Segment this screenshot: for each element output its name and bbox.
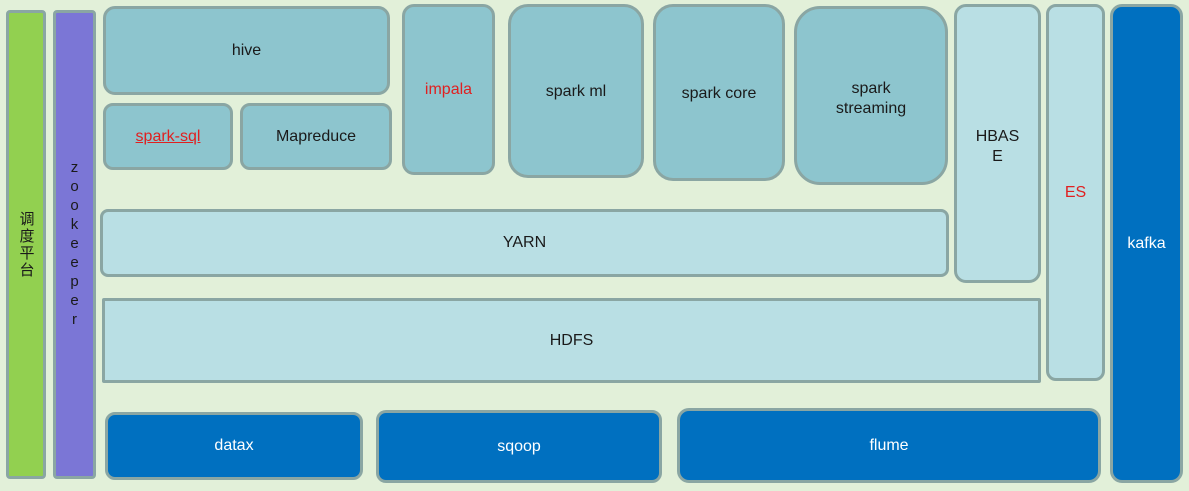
spark-ml-block: spark ml [508, 4, 644, 178]
spark-sql-label: spark-sql [135, 127, 201, 145]
yarn-block: YARN [100, 209, 949, 277]
spark-streaming-block: spark streaming [794, 6, 948, 185]
impala-label: impala [424, 81, 473, 98]
yarn-label: YARN [502, 234, 547, 251]
datax-label: datax [214, 437, 254, 454]
flume-label: flume [869, 436, 909, 454]
spark-streaming-label: spark streaming [835, 80, 907, 117]
impala-block: impala [402, 4, 495, 175]
kafka-label: kafka [1127, 234, 1166, 252]
hbase-block: HBAS E [954, 4, 1041, 283]
hive-label: hive [231, 41, 262, 59]
zookeeper-block: zookeeper [53, 10, 96, 479]
hive-block: hive [103, 6, 390, 95]
scheduler-platform-label: 调度平台 [17, 210, 35, 279]
spark-core-block: spark core [653, 4, 785, 181]
hdfs-block: HDFS [102, 298, 1041, 383]
mapreduce-label: Mapreduce [275, 127, 357, 145]
mapreduce-block: Mapreduce [240, 103, 392, 170]
hdfs-label: HDFS [549, 331, 594, 349]
flume-block: flume [677, 408, 1101, 483]
zookeeper-label: zookeeper [66, 159, 83, 330]
scheduler-platform-block: 调度平台 [6, 10, 46, 479]
spark-ml-label: spark ml [545, 83, 607, 100]
spark-sql-block: spark-sql [103, 103, 233, 170]
sqoop-block: sqoop [376, 410, 662, 483]
kafka-block: kafka [1110, 4, 1183, 483]
spark-core-label: spark core [681, 85, 757, 102]
es-block: ES [1046, 4, 1105, 381]
datax-block: datax [105, 412, 363, 480]
hbase-label: HBAS E [975, 128, 1020, 165]
sqoop-label: sqoop [497, 437, 541, 455]
es-label: ES [1064, 183, 1087, 201]
